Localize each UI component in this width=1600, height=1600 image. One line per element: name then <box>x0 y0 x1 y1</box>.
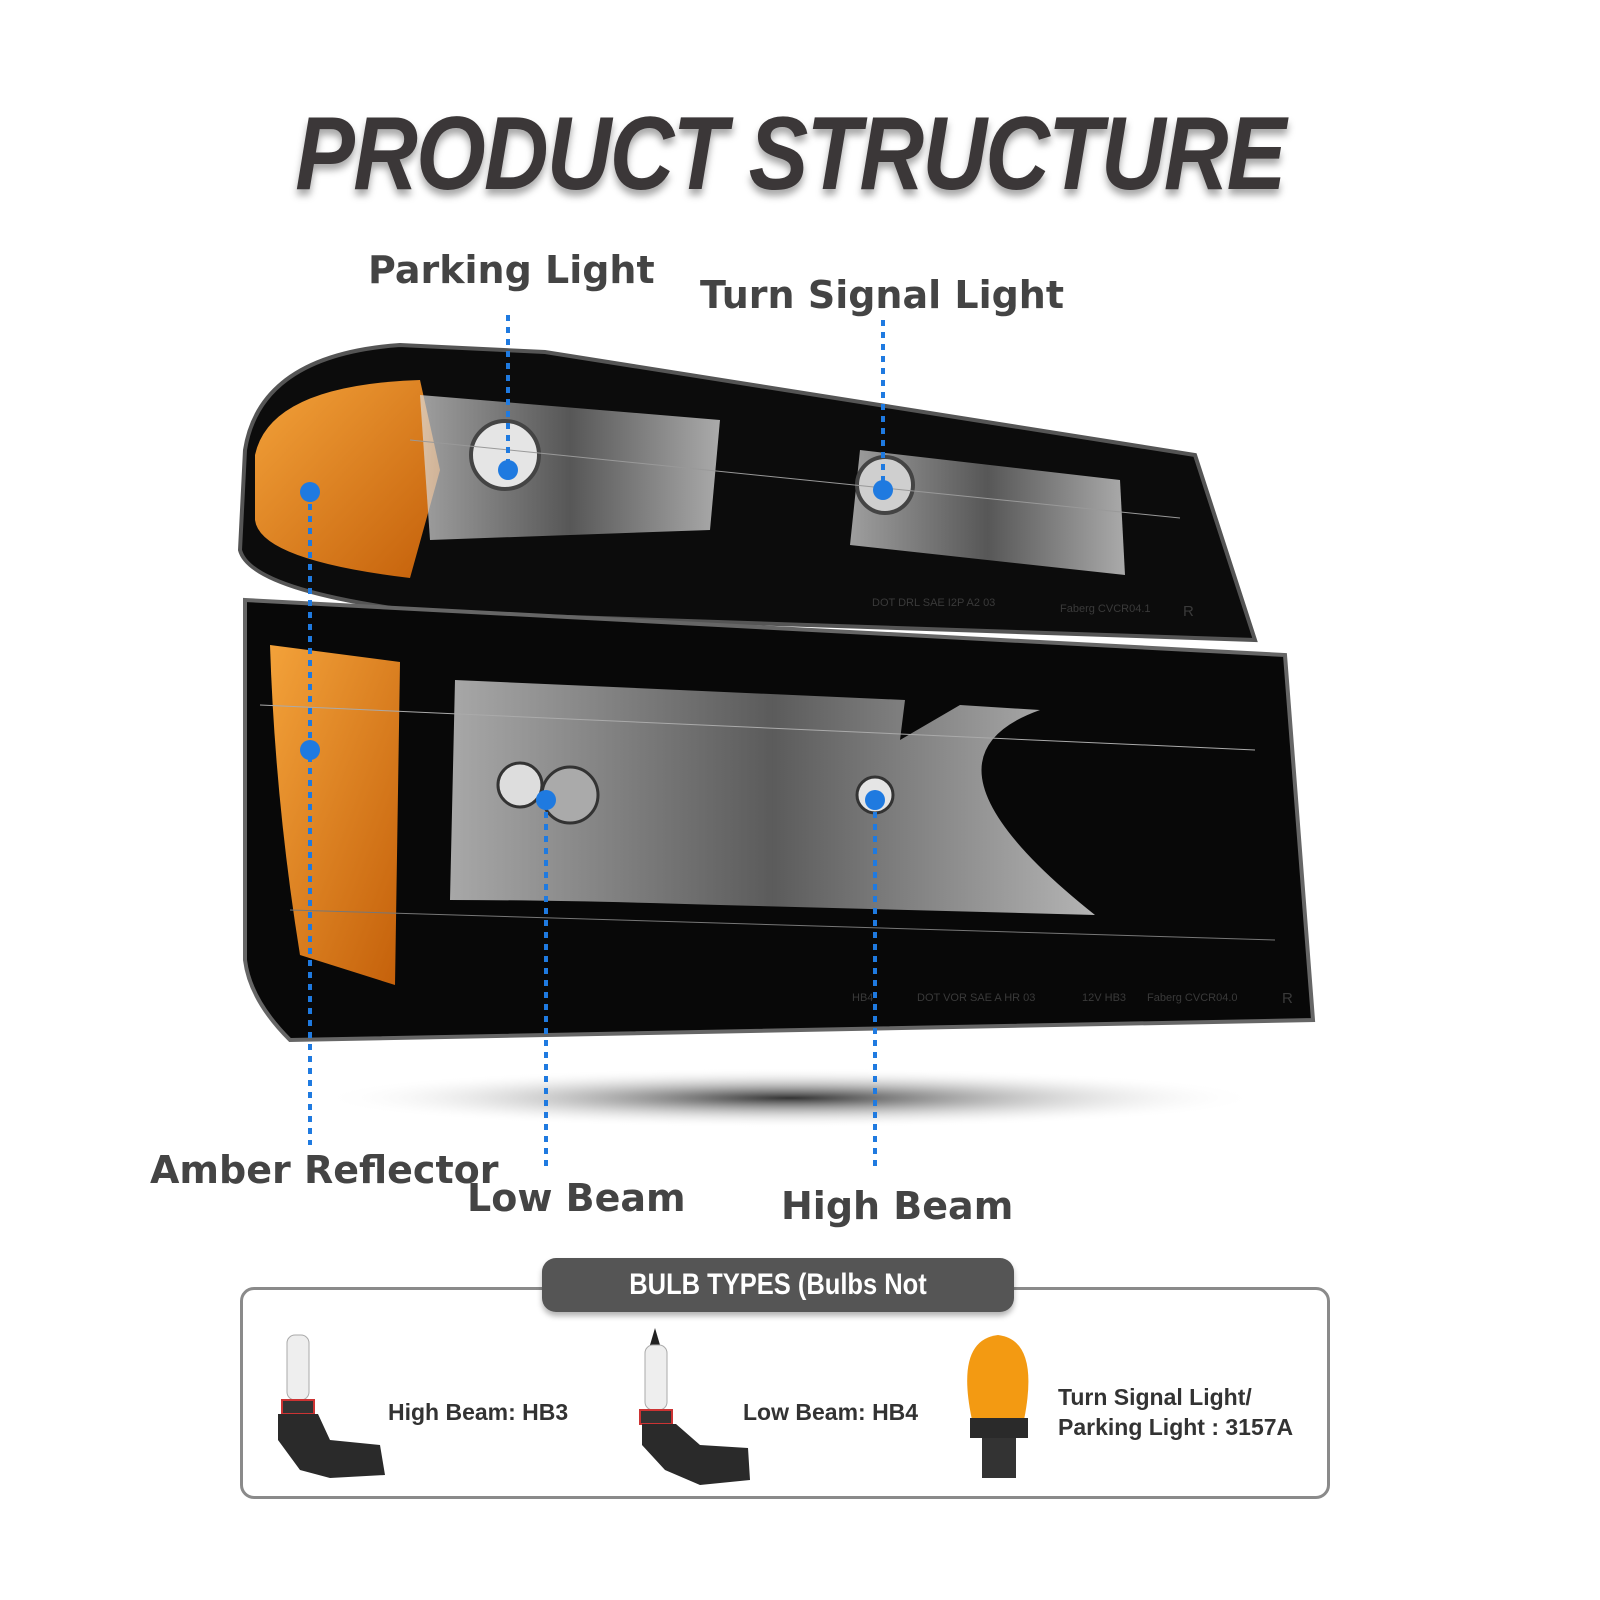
amber-reflector-label: Amber Reflector <box>150 1148 499 1192</box>
turn-signal-light-label: Turn Signal Light <box>700 273 1065 317</box>
amber-reflector-dot-lower <box>300 740 320 760</box>
bulb-label-low-beam: Low Beam: HB4 <box>743 1399 919 1425</box>
leader-lines <box>308 315 885 1172</box>
floor-shadow <box>320 1068 1260 1128</box>
amber-reflector-lens <box>270 645 400 985</box>
parking-amber-lens <box>255 380 440 578</box>
lens-marking: Faberg CVCR04.1 <box>1060 603 1151 615</box>
bulb-types-heading-text: BULB TYPES (Bulbs Not Included) <box>629 1268 927 1355</box>
bulb-label-high-beam: High Beam: HB3 <box>388 1399 569 1425</box>
lower-lamp <box>243 597 1316 1043</box>
page-title: PRODUCT STRUCTURE <box>295 96 1286 212</box>
bulb-label-parking: Parking Light : 3157A <box>1058 1414 1294 1440</box>
hb3-bulb-image <box>278 1334 385 1478</box>
callout-dots <box>300 460 893 810</box>
3157a-bulb-image <box>967 1335 1029 1478</box>
hb4-bulb-image <box>639 1328 750 1485</box>
amber-reflector-dot-upper <box>300 482 320 502</box>
lens-marking: R <box>1282 990 1293 1007</box>
lens-marking: DOT DRL SAE I2P A2 03 <box>872 597 996 609</box>
high-beam-label: High Beam <box>781 1184 1014 1228</box>
upper-lamp <box>237 342 1258 643</box>
bulb-types-heading: BULB TYPES (Bulbs Not Included) <box>542 1258 1014 1355</box>
parking-light-label: Parking Light <box>368 248 655 292</box>
parking-light-dot <box>498 460 518 480</box>
low-beam-dot <box>536 790 556 810</box>
turn-signal-dot <box>873 480 893 500</box>
lens-marking: Faberg CVCR04.0 <box>1147 992 1238 1004</box>
lens-marking: R <box>1183 603 1194 620</box>
lens-marking: 12V HB3 <box>1082 992 1127 1004</box>
lens-marking: DOT VOR SAE A HR 03 <box>917 992 1036 1004</box>
bulb-label-turn-signal: Turn Signal Light/ <box>1058 1384 1252 1410</box>
lens-marking: HB4 <box>852 992 874 1004</box>
low-beam-label: Low Beam <box>467 1176 686 1220</box>
high-beam-dot <box>865 790 885 810</box>
